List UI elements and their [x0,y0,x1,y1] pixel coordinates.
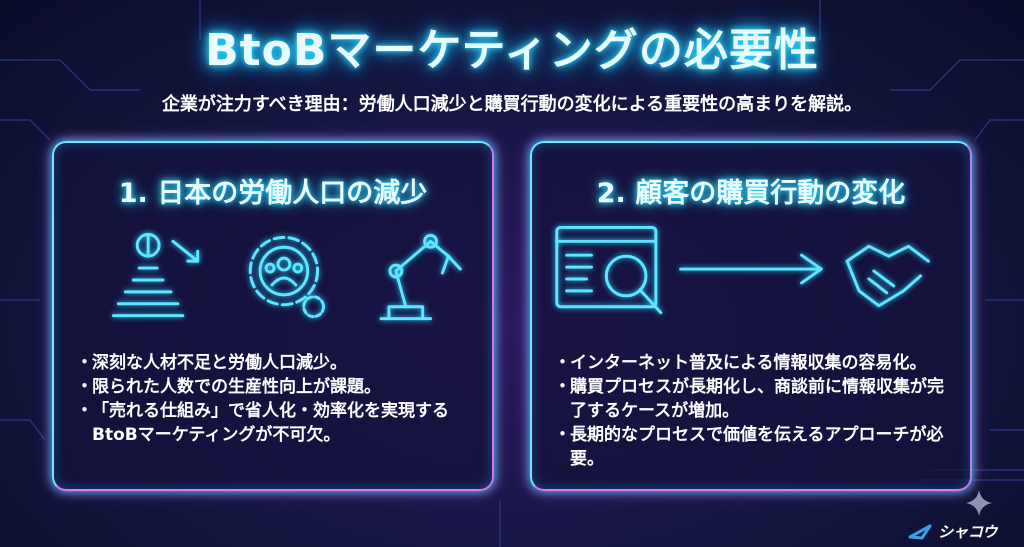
bullet-list: 深刻な人材不足と労働人口減少。 限られた人数での生産性向上が課題。 「売れる仕組… [76,351,476,447]
panel-heading: 1. 日本の労働人口の減少 [118,178,428,209]
arrow-right-icon [679,253,823,285]
page-subtitle: 企業が注力すべき理由：労働人口減少と購買行動の変化による重要性の高まりを解説。 [161,94,863,115]
panel-heading: 2. 顧客の購買行動の変化 [596,178,906,209]
robot-arm-icon [379,233,462,321]
panel-icons [111,232,462,321]
web-search-icon [555,225,663,315]
bullet-item: インターネット普及による情報収集の容易化。 [554,351,954,375]
handshake-icon [845,244,930,308]
bullet-list: インターネット普及による情報収集の容易化。 購買プロセスが長期化し、商談前に情報… [554,351,954,471]
sparkle-icon [966,490,992,516]
gear-people-icon [248,235,326,319]
bullet-item: 深刻な人材不足と労働人口減少。 [76,351,476,375]
page-title: BtoBマーケティングの必要性 [205,25,819,76]
panel-icons [555,225,930,315]
panel-labor-decline: 1. 日本の労働人口の減少 深刻な人材不足と労働人口減少。 限られた人数での生産… [52,141,494,491]
bullet-item: 購買プロセスが長期化し、商談前に情報収集が完了するケースが増加。 [554,375,954,423]
bullet-item: 「売れる仕組み」で省人化・効率化を実現するBtoBマーケティングが不可欠。 [76,399,476,447]
brand-logo: シャコウ [908,521,997,542]
bullet-item: 限られた人数での生産性向上が課題。 [76,375,476,399]
panel-buying-behavior: 2. 顧客の購買行動の変化 インターネット普及による情報収集の容易化。 購買プロ… [530,141,972,491]
logo-text: シャコウ [938,523,998,541]
bullet-item: 長期的なプロセスで価値を伝えるアプローチが必要。 [554,423,954,471]
logo-mark-icon [908,524,932,539]
population-pyramid-decline-icon [111,232,200,318]
